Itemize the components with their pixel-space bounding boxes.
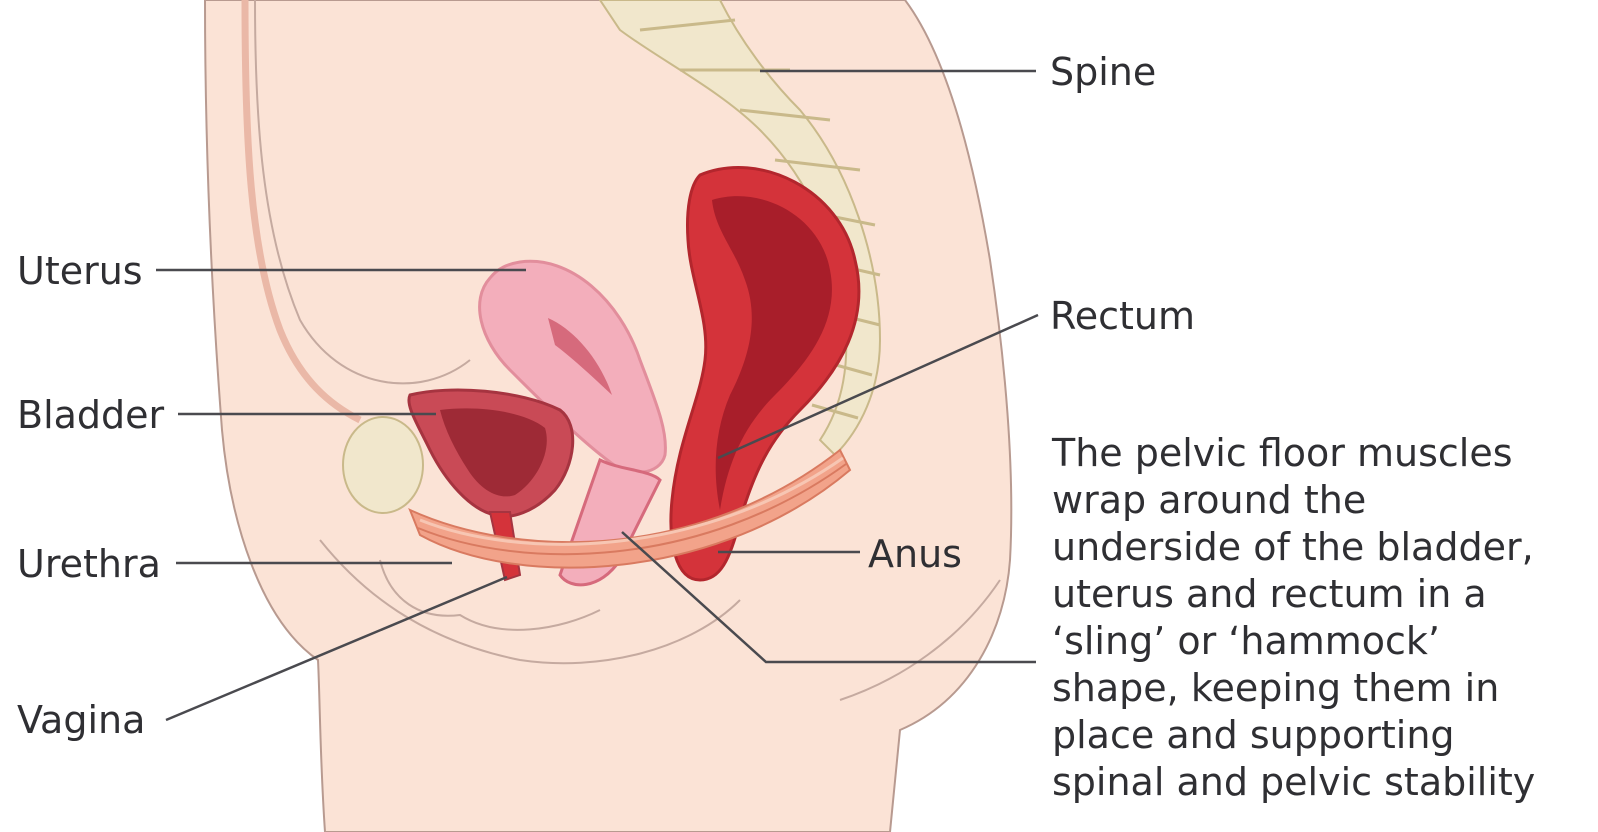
description-line: spinal and pelvic stability xyxy=(1052,759,1582,806)
description-line: wrap around the xyxy=(1052,477,1582,524)
label-anus: Anus xyxy=(868,535,962,573)
description-line: place and supporting xyxy=(1052,712,1582,759)
label-urethra: Urethra xyxy=(17,545,161,583)
label-spine: Spine xyxy=(1050,53,1156,91)
label-bladder: Bladder xyxy=(17,396,164,434)
label-uterus: Uterus xyxy=(17,252,143,290)
description-line: underside of the bladder, xyxy=(1052,524,1582,571)
label-vagina: Vagina xyxy=(17,701,145,739)
description-line: ‘sling’ or ‘hammock’ xyxy=(1052,618,1582,665)
pelvic-floor-description: The pelvic floor muscles wrap around the… xyxy=(1052,430,1582,806)
label-rectum: Rectum xyxy=(1050,297,1195,335)
description-line: The pelvic floor muscles xyxy=(1052,430,1582,477)
description-line: uterus and rectum in a xyxy=(1052,571,1582,618)
description-line: shape, keeping them in xyxy=(1052,665,1582,712)
